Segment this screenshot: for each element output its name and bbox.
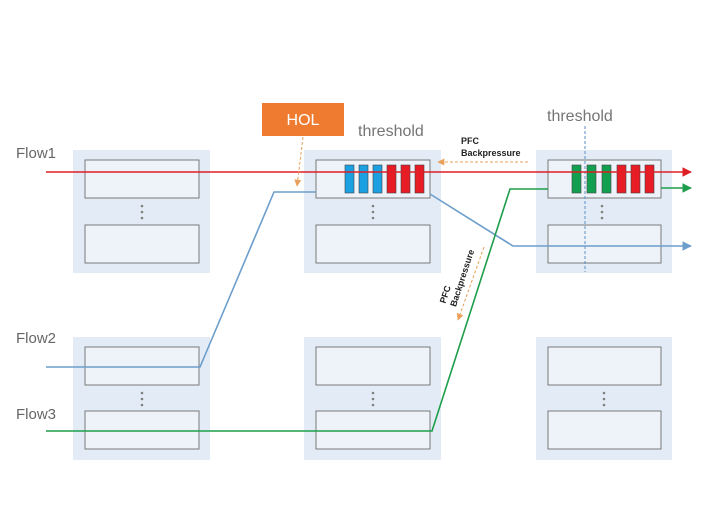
packet-red — [414, 164, 425, 194]
pfc-rotated-line2: Backpressure — [448, 248, 476, 308]
threshold-label-middle: threshold — [358, 123, 424, 140]
buffer-tl-1 — [84, 159, 200, 199]
buffer-bm-2 — [315, 410, 431, 450]
pfc-rotated-label: PFC Backpressure — [438, 248, 476, 308]
packet-red — [386, 164, 397, 194]
right-queue-packets — [571, 164, 655, 194]
buffer-br-1 — [547, 346, 662, 386]
hol-box — [262, 103, 344, 136]
buffers — [84, 159, 662, 450]
hol-label: HOL — [287, 112, 320, 129]
pfc-rotated-arrow — [456, 246, 485, 321]
threshold-label-right: threshold — [547, 108, 613, 125]
flow3-label: Flow3 — [16, 406, 56, 423]
flow1-label: Flow1 — [16, 145, 56, 162]
buffer-bl-1 — [84, 346, 200, 386]
buffer-tl-2 — [84, 224, 200, 264]
packet-red — [616, 164, 627, 194]
flow2-label: Flow2 — [16, 330, 56, 347]
flow3-line — [46, 188, 548, 432]
hol-arrow — [294, 136, 304, 187]
pfc-top-line2: Backpressure — [461, 148, 521, 158]
buffer-tm-2 — [315, 224, 431, 264]
buffer-bm-1 — [315, 346, 431, 386]
packet-blue — [372, 164, 383, 194]
buffer-tr-2 — [547, 224, 662, 264]
pfc-top-line1: PFC — [461, 136, 480, 146]
packet-blue — [344, 164, 355, 194]
packet-green — [586, 164, 597, 194]
flow2-line — [46, 191, 316, 368]
packet-blue — [358, 164, 369, 194]
ellipsis-dots — [140, 204, 606, 407]
packet-red — [630, 164, 641, 194]
middle-queue-packets — [344, 164, 425, 194]
buffer-br-2 — [547, 410, 662, 450]
packet-red — [644, 164, 655, 194]
packet-red — [400, 164, 411, 194]
buffer-bl-2 — [84, 410, 200, 450]
packet-green — [571, 164, 582, 194]
packet-green — [601, 164, 612, 194]
flow2-out-line — [429, 193, 692, 251]
